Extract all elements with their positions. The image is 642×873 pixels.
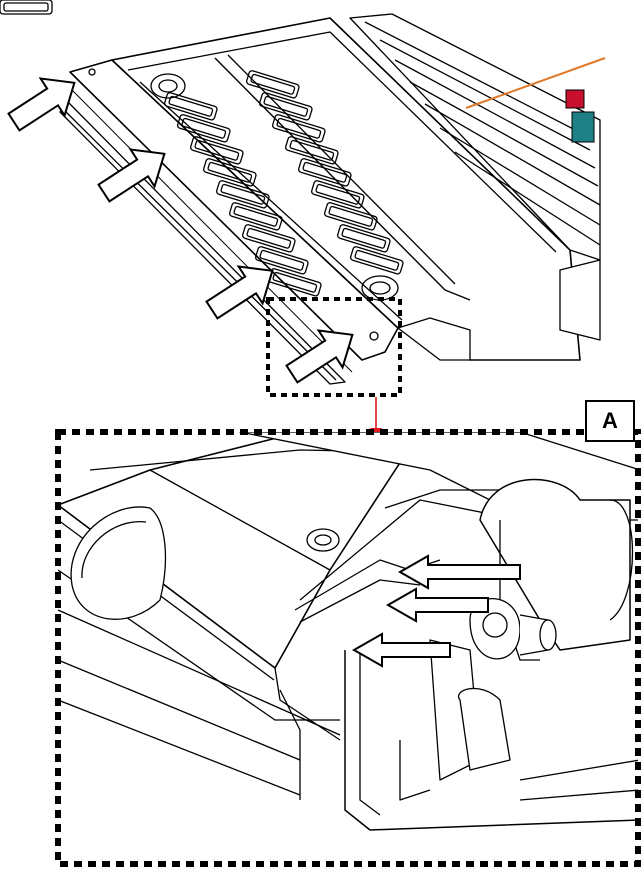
attached-component [465, 57, 606, 143]
callout-arrows-overview [7, 77, 354, 384]
detail-label: A [585, 400, 635, 442]
callout-arrow [97, 148, 166, 203]
callout-arrow [397, 554, 521, 590]
detail-frame [55, 429, 641, 867]
detail-region-marker [266, 297, 402, 397]
detail-view-drawing [58, 432, 638, 831]
callout-arrow [351, 632, 451, 668]
callout-arrow [7, 77, 76, 132]
callout-arrow [385, 587, 489, 623]
callout-arrow [205, 265, 274, 320]
callout-arrows-detail [351, 554, 521, 668]
battery-tray-overview [0, 0, 601, 385]
callout-arrow [285, 329, 354, 384]
